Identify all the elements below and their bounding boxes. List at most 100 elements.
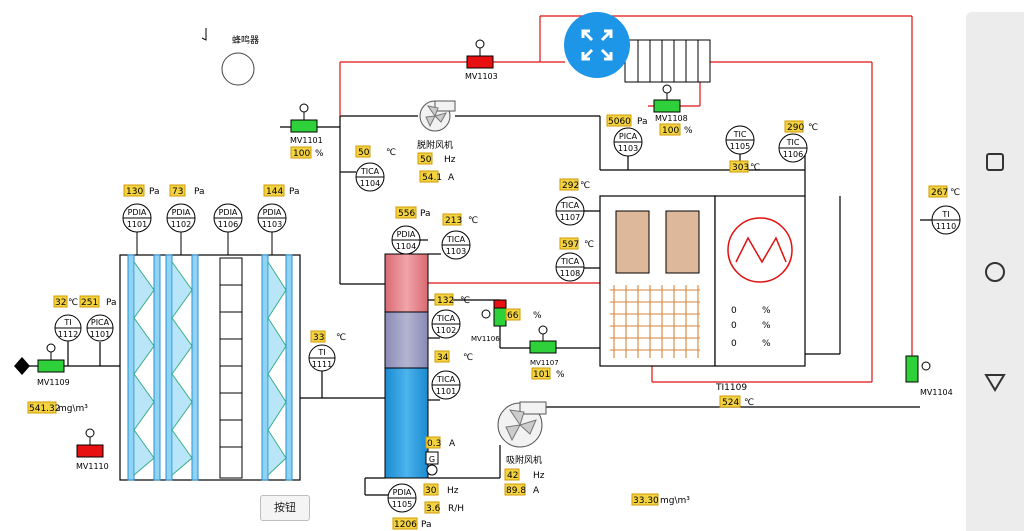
- svg-text:℃: ℃: [584, 240, 594, 250]
- svg-text:50: 50: [358, 148, 370, 158]
- svg-text:TICA: TICA: [560, 201, 580, 210]
- svg-text:℃: ℃: [386, 148, 396, 158]
- svg-text:1108: 1108: [560, 269, 580, 278]
- process-diagram: 蜂鸣器 MV1101 100 % MV1103 MV1108 100 % MV1…: [14, 12, 961, 530]
- desorption-tower: [384, 253, 429, 479]
- svg-text:303: 303: [732, 163, 749, 173]
- svg-text:%: %: [315, 149, 324, 159]
- svg-text:TI: TI: [63, 318, 71, 327]
- svg-text:34: 34: [437, 353, 449, 363]
- svg-text:℃: ℃: [68, 298, 78, 308]
- svg-text:100: 100: [293, 149, 310, 159]
- svg-text:Hz: Hz: [447, 486, 459, 496]
- valve-mv1108[interactable]: MV1108: [653, 84, 688, 123]
- svg-text:℃: ℃: [750, 163, 760, 173]
- ti1111[interactable]: TI 1111: [308, 344, 336, 372]
- buzzer-indicator: [221, 52, 255, 86]
- action-button[interactable]: 按钮: [260, 495, 310, 521]
- svg-text:TI: TI: [317, 348, 325, 357]
- svg-text:Pa: Pa: [106, 298, 117, 308]
- svg-text:PDIA: PDIA: [397, 230, 416, 239]
- adsorber-bed: [119, 232, 301, 481]
- svg-text:PDIA: PDIA: [263, 208, 282, 217]
- svg-text:脱附风机: 脱附风机: [417, 139, 453, 151]
- back-triangle-icon[interactable]: [983, 370, 1007, 394]
- svg-text:Pa: Pa: [149, 187, 160, 197]
- svg-text:Pa: Pa: [421, 520, 432, 530]
- svg-text:Pa: Pa: [194, 187, 205, 197]
- svg-text:PDIA: PDIA: [172, 208, 191, 217]
- svg-text:0.3: 0.3: [427, 439, 441, 449]
- ti1112[interactable]: TI 1112: [54, 314, 82, 342]
- svg-text:1112: 1112: [58, 330, 78, 339]
- valve-mv1110[interactable]: MV1110: [76, 428, 109, 471]
- svg-text:42: 42: [507, 471, 518, 481]
- home-circle-icon[interactable]: [983, 260, 1007, 284]
- desorption-fan-icon: [419, 100, 456, 132]
- heat-exchanger: [624, 39, 711, 83]
- svg-text:TIC: TIC: [733, 130, 747, 139]
- svg-text:1106: 1106: [783, 150, 803, 159]
- svg-text:1111: 1111: [312, 360, 332, 369]
- pdia1102[interactable]: PDIA 1102: [166, 203, 196, 233]
- svg-text:290: 290: [787, 123, 804, 133]
- svg-text:℃: ℃: [580, 181, 590, 191]
- svg-text:1104: 1104: [396, 242, 416, 251]
- svg-text:30: 30: [425, 486, 437, 496]
- svg-text:251: 251: [81, 298, 98, 308]
- svg-text:A: A: [449, 439, 456, 449]
- svg-text:Pa: Pa: [289, 187, 300, 197]
- svg-text:1110: 1110: [936, 222, 956, 231]
- svg-text:66: 66: [507, 311, 519, 321]
- svg-text:597: 597: [562, 240, 579, 250]
- valve-mv1104[interactable]: MV1104: [905, 355, 953, 397]
- svg-text:0: 0: [731, 306, 737, 316]
- svg-text:Pa: Pa: [637, 117, 648, 127]
- buzzer-label: 蜂鸣器: [232, 34, 259, 46]
- recents-square-icon[interactable]: [983, 150, 1007, 174]
- combustor: [599, 195, 806, 367]
- svg-text:PICA: PICA: [619, 132, 638, 141]
- svg-text:556: 556: [398, 209, 415, 219]
- svg-text:101: 101: [533, 370, 550, 380]
- valve-mv1106[interactable]: MV1106: [471, 299, 507, 343]
- valve-mv1103[interactable]: MV1103: [465, 39, 498, 81]
- svg-text:%: %: [762, 306, 771, 316]
- svg-text:50: 50: [420, 155, 432, 165]
- pdia1104[interactable]: PDIA 1104: [391, 225, 421, 255]
- valve-mv1101[interactable]: MV1101: [290, 103, 323, 145]
- svg-text:1105: 1105: [392, 500, 412, 509]
- svg-text:1102: 1102: [171, 220, 191, 229]
- android-nav-bar: [966, 12, 1024, 531]
- svg-text:100: 100: [662, 126, 679, 136]
- svg-text:℃: ℃: [808, 123, 818, 133]
- valve-mv1107[interactable]: MV1107: [529, 325, 559, 367]
- svg-text:TICA: TICA: [446, 235, 466, 244]
- svg-text:267: 267: [931, 188, 948, 198]
- svg-text:PDIA: PDIA: [219, 208, 238, 217]
- svg-text:mg\m³: mg\m³: [58, 404, 88, 414]
- svg-text:%: %: [762, 321, 771, 331]
- svg-text:Hz: Hz: [444, 155, 456, 165]
- svg-text:G: G: [429, 455, 435, 464]
- svg-text:R/H: R/H: [448, 504, 464, 514]
- svg-text:MV1104: MV1104: [920, 388, 953, 397]
- svg-text:1104: 1104: [360, 179, 380, 188]
- svg-text:MV1103: MV1103: [465, 72, 498, 81]
- valve-mv1109[interactable]: MV1109: [37, 343, 70, 387]
